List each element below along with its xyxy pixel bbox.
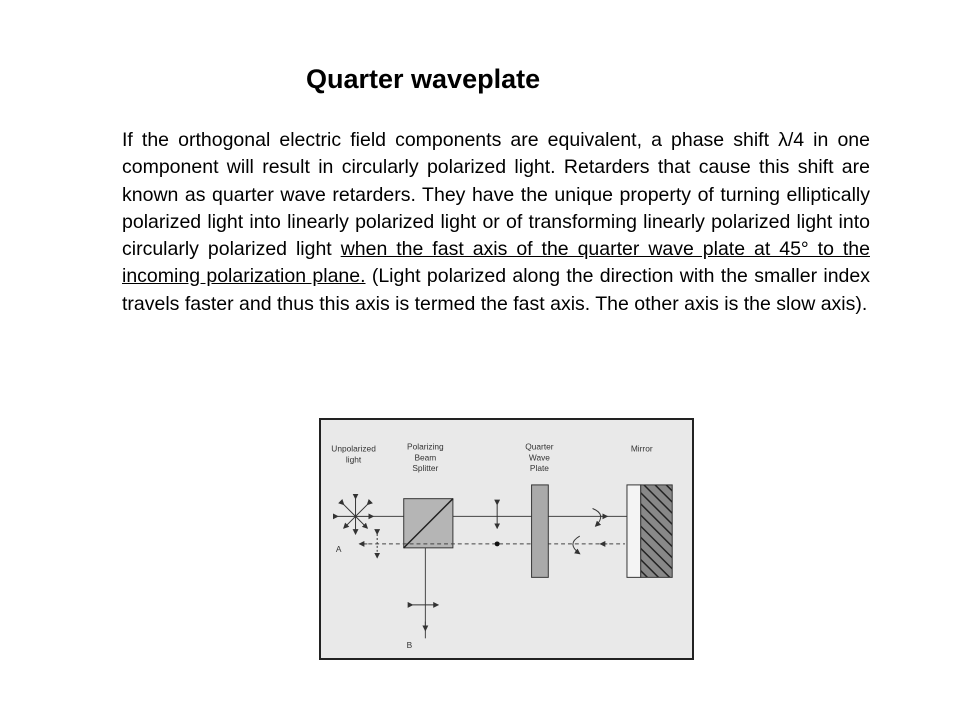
label-splitter: Splitter <box>412 463 438 473</box>
label-point-b: B <box>407 640 413 650</box>
label-quarter: Quarter <box>525 442 554 452</box>
paragraph-text-1: If the orthogonal electric field compone… <box>122 129 870 261</box>
unpolarized-symbol-icon <box>332 493 375 536</box>
mirror <box>626 484 673 578</box>
paragraph-text-2: (Light polarized along the direction wit… <box>122 265 870 315</box>
diagram-svg: Unpolarized light Polarizing Beam Splitt… <box>331 442 673 650</box>
circular-arrow-icon-1 <box>592 508 602 527</box>
quarter-wave-plate <box>531 484 549 578</box>
label-beam: Beam <box>414 452 436 462</box>
label-point-a: A <box>336 544 342 554</box>
slide-title: Quarter waveplate <box>306 64 541 94</box>
label-light: light <box>346 454 362 464</box>
label-wave: Wave <box>529 452 550 462</box>
quarter-waveplate-diagram: Unpolarized light Polarizing Beam Splitt… <box>319 418 694 660</box>
beam-splitter-cube <box>403 498 454 549</box>
paragraph-underlined-text: when the fast axis of the quarter wave p… <box>122 238 870 288</box>
label-polarizing: Polarizing <box>407 442 444 452</box>
label-mirror: Mirror <box>631 443 653 453</box>
body-paragraph: If the orthogonal electric field compone… <box>122 127 870 318</box>
label-plate: Plate <box>530 463 549 473</box>
label-unpolarized: Unpolarized <box>331 443 376 453</box>
dot-polarization-icon <box>494 541 500 547</box>
circular-arrow-icon-2 <box>572 535 581 555</box>
